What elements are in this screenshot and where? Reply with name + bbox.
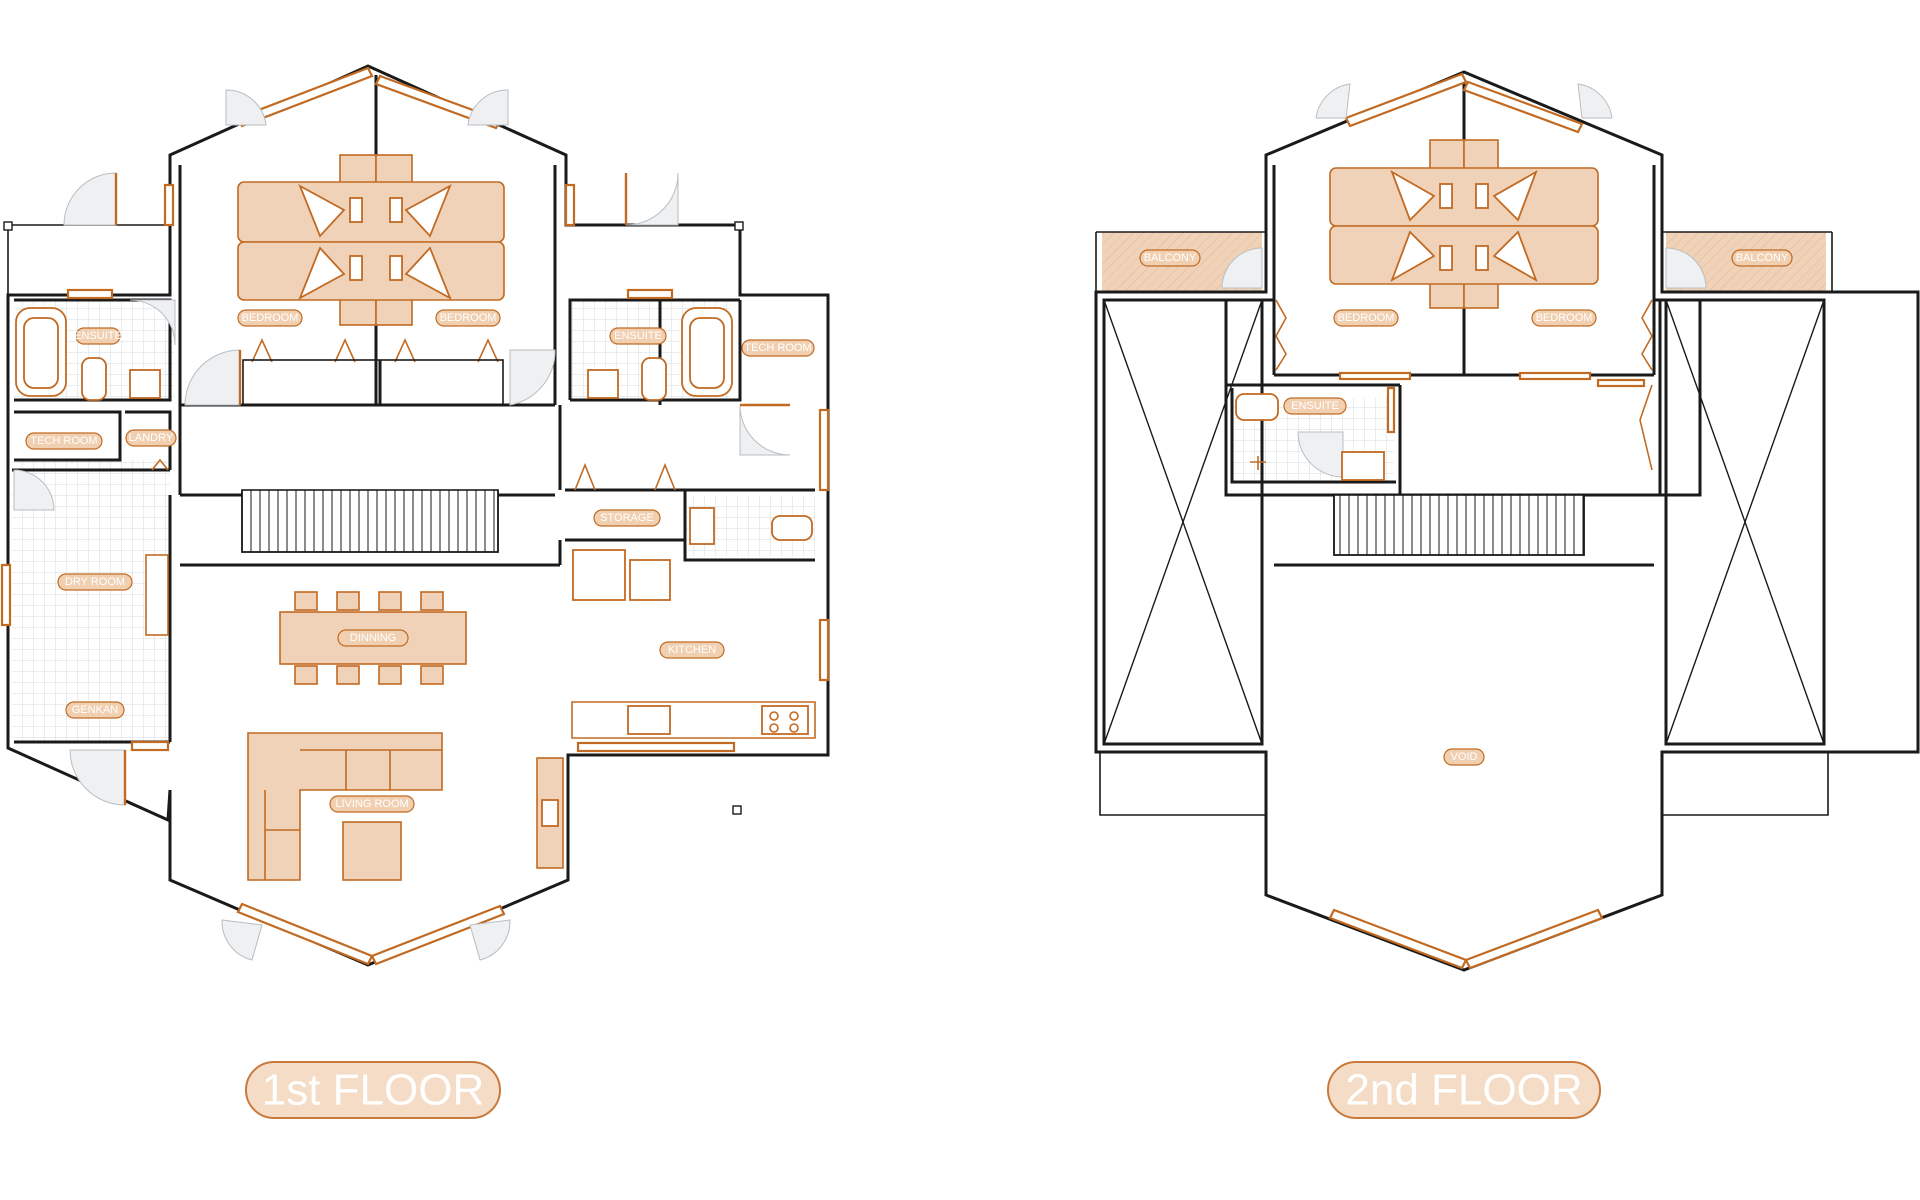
first-floor-stairs [241, 489, 499, 553]
svg-text:LIVING ROOM: LIVING ROOM [335, 798, 408, 810]
room-label-balcony-left: BALCONY [1139, 249, 1201, 267]
svg-text:BALCONY: BALCONY [1144, 252, 1197, 264]
floor-title-second: 2nd FLOOR [1327, 1061, 1601, 1119]
room-label-ensuite-2f: ENSUITE [1283, 397, 1347, 415]
room-label-tech-room-right: TECH ROOM [741, 339, 815, 357]
room-label-living-room: LIVING ROOM [329, 795, 415, 813]
svg-text:BALCONY: BALCONY [1736, 252, 1789, 264]
svg-text:ENSUITE: ENSUITE [614, 330, 662, 342]
svg-text:BEDROOM: BEDROOM [1536, 312, 1593, 324]
svg-text:DINNING: DINNING [350, 632, 396, 644]
room-label-balcony-right: BALCONY [1731, 249, 1793, 267]
svg-text:TECH ROOM: TECH ROOM [30, 435, 97, 447]
room-label-bedroom-right: BEDROOM [435, 309, 501, 327]
second-floor-outer-wall [1094, 70, 1920, 972]
room-label-void: VOID [1443, 748, 1485, 766]
svg-text:2nd FLOOR: 2nd FLOOR [1345, 1066, 1582, 1115]
second-floor-plan: BALCONY BALCONY BEDROOM BEDROOM ENSUITE … [1094, 70, 1920, 972]
svg-text:BEDROOM: BEDROOM [1338, 312, 1395, 324]
svg-text:1st FLOOR: 1st FLOOR [262, 1066, 485, 1115]
room-label-bedroom-left: BEDROOM [237, 309, 303, 327]
room-label-ensuite-right: ENSUITE [609, 327, 667, 345]
room-label-dry-room: DRY ROOM [57, 573, 133, 591]
first-floor-plan: ENSUITE BEDROOM BEDROOM ENSUITE TECH ROO… [0, 64, 830, 967]
svg-text:ENSUITE: ENSUITE [1291, 400, 1339, 412]
room-label-bedroom-left-2f: BEDROOM [1333, 309, 1399, 327]
svg-text:GENKAN: GENKAN [72, 704, 119, 716]
svg-text:BEDROOM: BEDROOM [440, 312, 497, 324]
room-label-genkan: GENKAN [65, 701, 125, 719]
room-label-tech-room-left: TECH ROOM [25, 432, 103, 450]
room-label-storage: STORAGE [593, 509, 661, 527]
floor-title-first: 1st FLOOR [245, 1061, 501, 1119]
second-floor-stairs [1333, 494, 1585, 556]
room-label-ensuite-left: ENSUITE [74, 327, 122, 345]
svg-text:VOID: VOID [1451, 751, 1478, 763]
svg-text:TECH ROOM: TECH ROOM [744, 342, 811, 354]
svg-text:ENSUITE: ENSUITE [74, 330, 122, 342]
svg-text:LANDRY: LANDRY [129, 432, 174, 444]
svg-text:STORAGE: STORAGE [600, 512, 654, 524]
room-label-laundry: LANDRY [125, 429, 177, 447]
svg-text:DRY ROOM: DRY ROOM [65, 576, 125, 588]
room-label-bedroom-right-2f: BEDROOM [1531, 309, 1597, 327]
svg-text:KITCHEN: KITCHEN [668, 644, 716, 656]
room-label-dinning: DINNING [337, 629, 409, 647]
svg-text:BEDROOM: BEDROOM [242, 312, 299, 324]
room-label-kitchen: KITCHEN [659, 641, 725, 659]
